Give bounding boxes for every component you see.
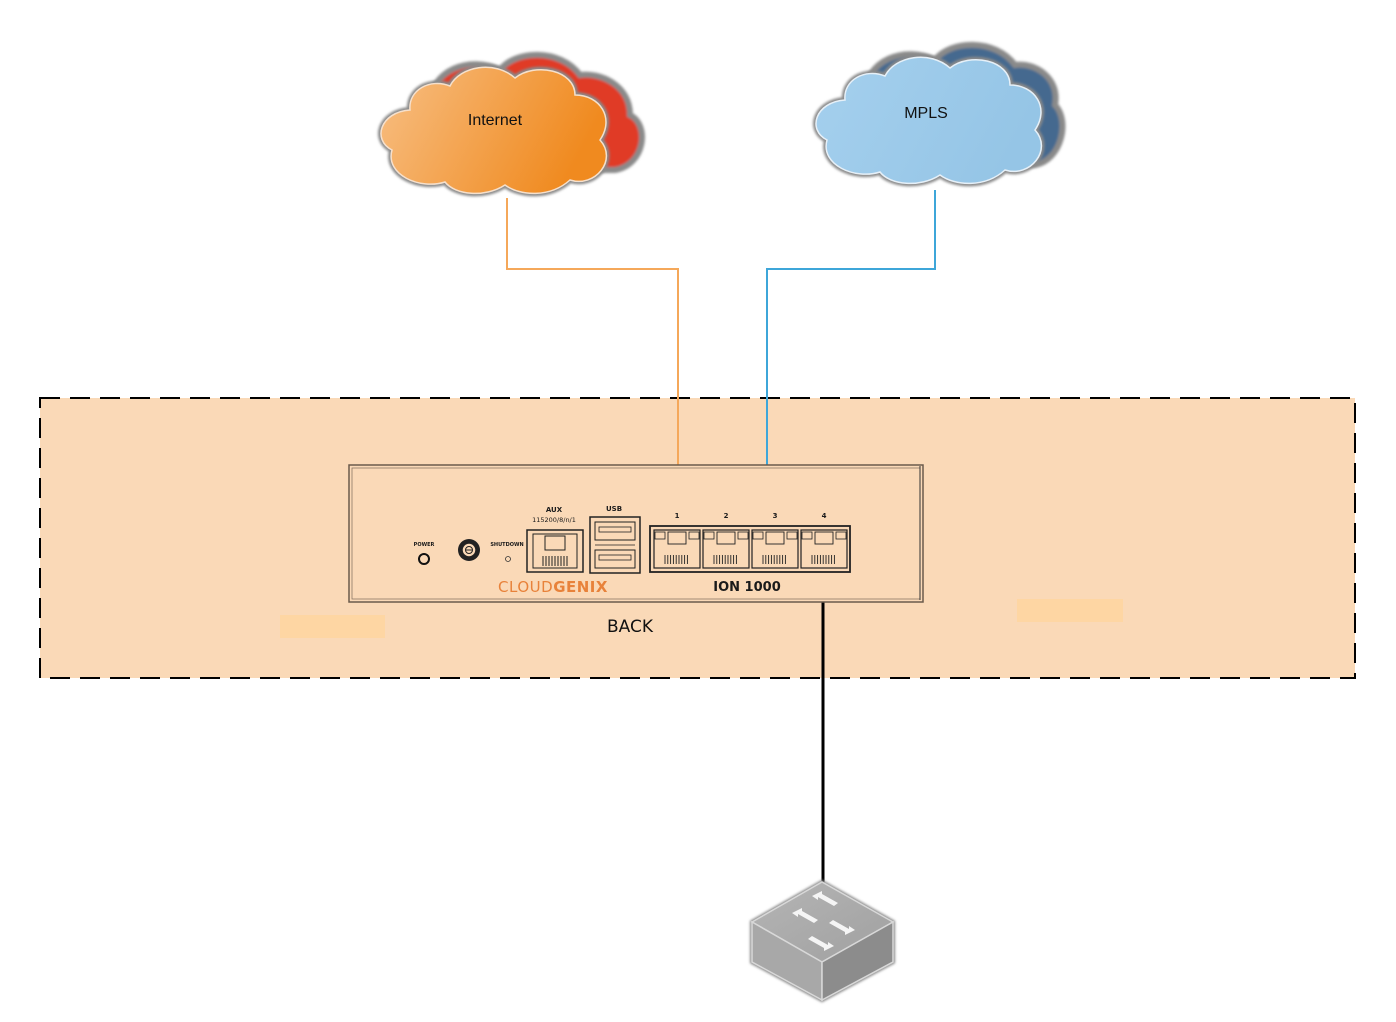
- ethernet-port-3[interactable]: [751, 529, 799, 569]
- mpls-link: [766, 190, 936, 465]
- ethernet-port-2[interactable]: [702, 529, 750, 569]
- shutdown-button-icon[interactable]: [505, 556, 511, 562]
- power-connector-icon: [458, 539, 480, 561]
- power-button-icon[interactable]: [418, 553, 430, 565]
- label-placeholder-left: [280, 615, 385, 638]
- network-switch-icon[interactable]: [750, 879, 895, 1003]
- mpls-cloud-icon[interactable]: [813, 41, 1066, 187]
- device-view-label: BACK: [606, 617, 654, 637]
- aux-port-icon[interactable]: [526, 529, 584, 573]
- port-label-4: 4: [821, 512, 827, 520]
- ethernet-port-block: [649, 525, 851, 573]
- switch-arrows-icon: [792, 891, 855, 951]
- aux-settings-label: 115200/8/n/1: [532, 516, 576, 524]
- port-label-3: 3: [772, 512, 778, 520]
- usb-ports-icon[interactable]: [589, 516, 641, 574]
- aux-label: AUX: [545, 506, 563, 514]
- brand-light-text: CLOUD: [498, 578, 554, 596]
- ethernet-port-4[interactable]: [800, 529, 848, 569]
- power-label: POWER: [413, 542, 435, 548]
- internet-cloud-label: Internet: [467, 112, 523, 129]
- device-model-label: ION 1000: [713, 580, 781, 595]
- cloudgenix-logo: CLOUDGENIX: [498, 578, 608, 596]
- port-label-1: 1: [674, 512, 680, 520]
- internet-cloud-icon[interactable]: [378, 51, 645, 197]
- ethernet-port-1[interactable]: [653, 529, 701, 569]
- internet-link: [506, 198, 679, 465]
- mpls-cloud-label: MPLS: [904, 105, 948, 122]
- brand-bold-text: GENIX: [553, 578, 608, 596]
- ion-1000-device[interactable]: [348, 464, 924, 603]
- label-placeholder-right: [1017, 599, 1123, 622]
- usb-label: USB: [605, 505, 623, 513]
- shutdown-label: SHUTDOWN: [490, 542, 524, 548]
- port-label-2: 2: [723, 512, 729, 520]
- site-zone-border: [39, 397, 1356, 679]
